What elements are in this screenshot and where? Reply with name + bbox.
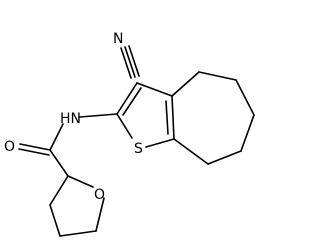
bond-c3-c2 xyxy=(116,82,138,115)
bond-o1-c5 xyxy=(95,197,105,232)
nitrile-triple-bond-3 xyxy=(120,47,132,79)
bond-carbonyl-thf xyxy=(49,149,69,177)
bond-s-c8a xyxy=(145,138,175,148)
canvas-background xyxy=(0,0,261,250)
amide-nh-label: HN xyxy=(60,111,81,127)
bond-c2-nh xyxy=(79,113,118,118)
tetrahydrofuran-ring xyxy=(49,175,105,237)
bond-c2-s xyxy=(116,113,133,139)
bond-c5-c4 xyxy=(59,230,97,237)
bond-nh-carbonyl xyxy=(49,123,64,151)
bond-c8a-c3a xyxy=(171,95,175,140)
bond-c6-c7 xyxy=(240,114,255,152)
cycloheptane-ring xyxy=(171,71,255,165)
bond-c8a-c3a-double xyxy=(165,100,169,135)
ring-oxygen-label: O xyxy=(94,187,105,203)
bond-c4-c5 xyxy=(198,71,237,81)
chemical-structure-diagram: N HN S O O xyxy=(0,0,261,250)
bond-carbonyl-o-double xyxy=(18,148,50,156)
bond-c2-o1 xyxy=(67,175,94,188)
bond-c3-c2 xyxy=(49,175,69,206)
bond-c8-c8a xyxy=(173,138,209,165)
bond-c7-c8 xyxy=(207,150,242,165)
thiophene-sulfur-label: S xyxy=(134,141,143,157)
atom-labels: N HN S O O xyxy=(4,31,143,203)
thiophene-ring xyxy=(116,82,175,148)
carbonyl-oxygen-label: O xyxy=(4,139,15,155)
nitrile-triple-bond-2 xyxy=(128,45,140,77)
nitrile-group xyxy=(120,45,140,79)
nitrile-triple-bond-1 xyxy=(124,46,136,78)
bond-c3-c3a xyxy=(136,82,173,97)
bond-carbonyl-o xyxy=(19,143,51,151)
bond-c5-c6 xyxy=(235,79,255,116)
nitrile-nitrogen-label: N xyxy=(113,31,123,47)
amide-linkage xyxy=(18,113,118,177)
bond-c4-c3 xyxy=(49,204,61,237)
bond-c3a-c4 xyxy=(171,71,200,97)
bond-c3-c2-double xyxy=(122,87,142,116)
